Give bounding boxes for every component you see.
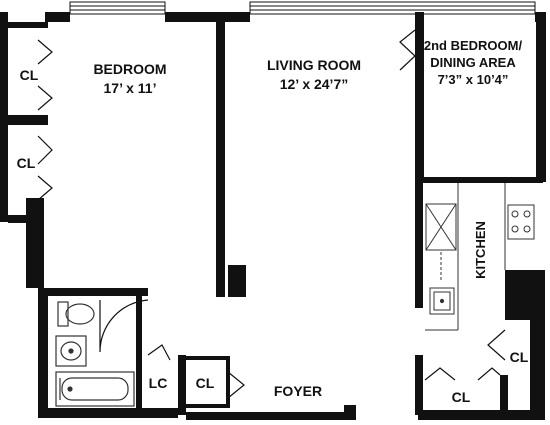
kitchen-label: KITCHEN <box>473 221 488 279</box>
sink-icon <box>55 335 87 367</box>
foyer-closet <box>178 356 230 408</box>
second-bedroom-label-1: 2nd BEDROOM/ <box>424 38 523 53</box>
living-room-size: 12’ x 24’7” <box>280 76 349 92</box>
living-room-label: LIVING ROOM <box>267 57 361 73</box>
stove-icon <box>507 204 535 240</box>
refrigerator-icon <box>425 203 457 251</box>
kitchen-counter <box>425 183 506 331</box>
bathtub-icon <box>55 371 135 407</box>
window-bedroom <box>69 1 166 15</box>
kitchen-sink-icon <box>429 287 455 315</box>
walls <box>0 12 546 420</box>
foyer-label: FOYER <box>274 383 322 399</box>
closet-label-bottom-right: CL <box>452 389 471 405</box>
toilet-icon <box>57 301 95 327</box>
closet-label-top-left: CL <box>20 67 39 83</box>
door-swings <box>37 29 506 399</box>
closet-label-right: CL <box>510 349 529 365</box>
second-bedroom-label-2: DINING AREA <box>430 55 516 70</box>
closet-label-mid-left: CL <box>17 155 36 171</box>
window-living <box>249 1 536 15</box>
linen-closet-label: LC <box>149 375 168 391</box>
bedroom-size: 17’ x 11’ <box>104 80 157 96</box>
second-bedroom-size: 7’3” x 10’4” <box>438 72 509 87</box>
bedroom-label: BEDROOM <box>93 61 166 77</box>
closet-label-foyer: CL <box>196 375 215 391</box>
